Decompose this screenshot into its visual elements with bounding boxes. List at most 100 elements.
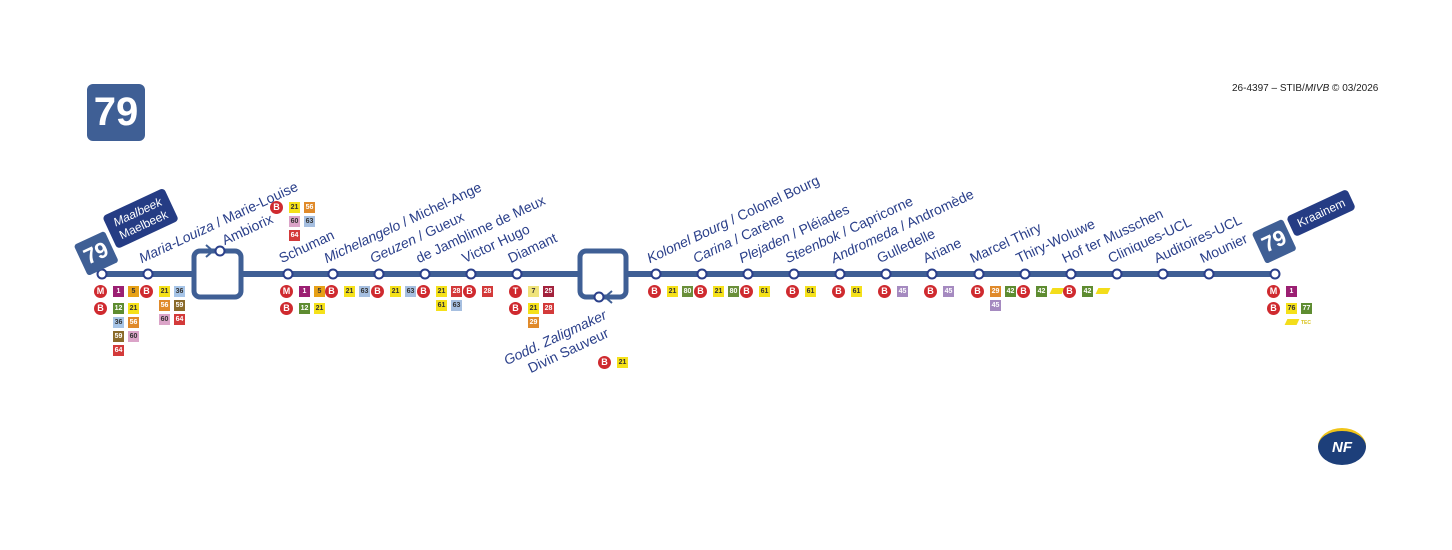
stop-dot[interactable] — [1203, 268, 1215, 280]
stop-dot[interactable] — [511, 268, 523, 280]
line-badge[interactable]: 25 — [543, 286, 554, 297]
line-badge[interactable]: 60 — [128, 331, 139, 342]
line-badge[interactable]: 1 — [299, 286, 310, 297]
stop-dot[interactable] — [96, 268, 108, 280]
line-badge[interactable]: 64 — [113, 345, 124, 356]
line-badge[interactable]: 63 — [451, 300, 462, 311]
line-badge[interactable]: 61 — [851, 286, 862, 297]
line-badge[interactable]: 5 — [314, 286, 325, 297]
stop-dot[interactable] — [742, 268, 754, 280]
line-badge[interactable]: 45 — [943, 286, 954, 297]
line-badge[interactable]: 61 — [759, 286, 770, 297]
mode-icon-b: B — [463, 285, 476, 298]
line-badge[interactable]: 64 — [174, 314, 185, 325]
mode-icon-b: B — [325, 285, 338, 298]
credit-text: 26-4397 – STIB/MIVB © 03/2026 — [1232, 83, 1379, 94]
stop-dot[interactable] — [593, 291, 605, 303]
line-badge[interactable]: 21 — [713, 286, 724, 297]
stop-dot[interactable] — [327, 268, 339, 280]
line-badge[interactable]: 21 — [528, 303, 539, 314]
stop-dot[interactable] — [1019, 268, 1031, 280]
line-badge[interactable]: 7 — [528, 286, 539, 297]
mode-icon-b: B — [694, 285, 707, 298]
line-badge[interactable]: 60 — [159, 314, 170, 325]
mode-icon-b: B — [1063, 285, 1076, 298]
line-badge[interactable]: 45 — [990, 300, 1001, 311]
line-badge[interactable]: 1 — [1286, 286, 1297, 297]
line-badge[interactable]: 60 — [289, 216, 300, 227]
mode-icon-b: B — [140, 285, 153, 298]
stop-dot[interactable] — [1065, 268, 1077, 280]
line-badge[interactable]: 61 — [805, 286, 816, 297]
line-badge[interactable]: 28 — [543, 303, 554, 314]
stop-dot[interactable] — [650, 268, 662, 280]
line-badge[interactable]: 21 — [314, 303, 325, 314]
line-badge[interactable]: 21 — [128, 303, 139, 314]
loop-divin-sauveur — [577, 248, 629, 300]
line-badge[interactable]: 21 — [390, 286, 401, 297]
line-badge[interactable]: 21 — [617, 357, 628, 368]
line-badge[interactable]: 80 — [682, 286, 693, 297]
stop-dot[interactable] — [214, 245, 226, 257]
mode-icon-b: B — [648, 285, 661, 298]
line-badge[interactable]: 12 — [113, 303, 124, 314]
line-badge[interactable]: 76 — [1286, 303, 1297, 314]
line-badge[interactable]: 21 — [159, 286, 170, 297]
line-badge[interactable]: 59 — [113, 331, 124, 342]
mode-icon-b: B — [786, 285, 799, 298]
mode-icon-b: B — [740, 285, 753, 298]
nf-certification-logo: NF — [1318, 428, 1366, 465]
line-badge[interactable]: 64 — [289, 230, 300, 241]
line-badge[interactable]: 36 — [113, 317, 124, 328]
line-badge[interactable]: 63 — [304, 216, 315, 227]
line-badge[interactable]: 80 — [728, 286, 739, 297]
stop-dot[interactable] — [834, 268, 846, 280]
mode-icon-m: M — [94, 285, 107, 298]
line-badge[interactable]: 21 — [436, 286, 447, 297]
line-badge[interactable]: 21 — [344, 286, 355, 297]
stop-dot[interactable] — [1269, 268, 1281, 280]
mode-icon-b: B — [832, 285, 845, 298]
line-badge[interactable]: 63 — [405, 286, 416, 297]
line-badge[interactable]: 12 — [299, 303, 310, 314]
stop-dot[interactable] — [373, 268, 385, 280]
mode-icon-m: M — [280, 285, 293, 298]
mode-icon-b: B — [598, 356, 611, 369]
line-badge[interactable]: 42 — [1082, 286, 1093, 297]
line-badge[interactable]: 1 — [113, 286, 124, 297]
line-badge[interactable]: 29 — [528, 317, 539, 328]
stop-dot[interactable] — [282, 268, 294, 280]
line-badge[interactable]: 59 — [174, 300, 185, 311]
line-badge[interactable]: 42 — [1005, 286, 1016, 297]
stop-dot[interactable] — [1111, 268, 1123, 280]
line-badge[interactable]: 63 — [359, 286, 370, 297]
line-badge[interactable]: 42 — [1036, 286, 1047, 297]
mode-icon-b: B — [94, 302, 107, 315]
mode-icon-b: B — [924, 285, 937, 298]
line-badge[interactable]: 36 — [174, 286, 185, 297]
mode-icon-t: T — [509, 285, 522, 298]
mode-icon-b: B — [1267, 302, 1280, 315]
line-badge[interactable]: 5 — [128, 286, 139, 297]
line-badge[interactable]: 77 — [1301, 303, 1312, 314]
stop-dot[interactable] — [142, 268, 154, 280]
stop-dot[interactable] — [788, 268, 800, 280]
stop-dot[interactable] — [419, 268, 431, 280]
line-badge[interactable]: 21 — [289, 202, 300, 213]
stop-dot[interactable] — [973, 268, 985, 280]
line-badge[interactable]: 45 — [897, 286, 908, 297]
stop-dot[interactable] — [696, 268, 708, 280]
line-badge[interactable]: 56 — [159, 300, 170, 311]
stop-dot[interactable] — [465, 268, 477, 280]
line-badge[interactable]: 28 — [451, 286, 462, 297]
line-badge[interactable]: 28 — [482, 286, 493, 297]
stop-dot[interactable] — [1157, 268, 1169, 280]
line-badge[interactable]: 56 — [128, 317, 139, 328]
stop-dot[interactable] — [926, 268, 938, 280]
line-badge[interactable]: 21 — [667, 286, 678, 297]
line-badge[interactable]: 29 — [990, 286, 1001, 297]
stop-dot[interactable] — [880, 268, 892, 280]
mode-icon-b: B — [270, 201, 283, 214]
line-badge[interactable]: 61 — [436, 300, 447, 311]
line-badge[interactable]: 56 — [304, 202, 315, 213]
